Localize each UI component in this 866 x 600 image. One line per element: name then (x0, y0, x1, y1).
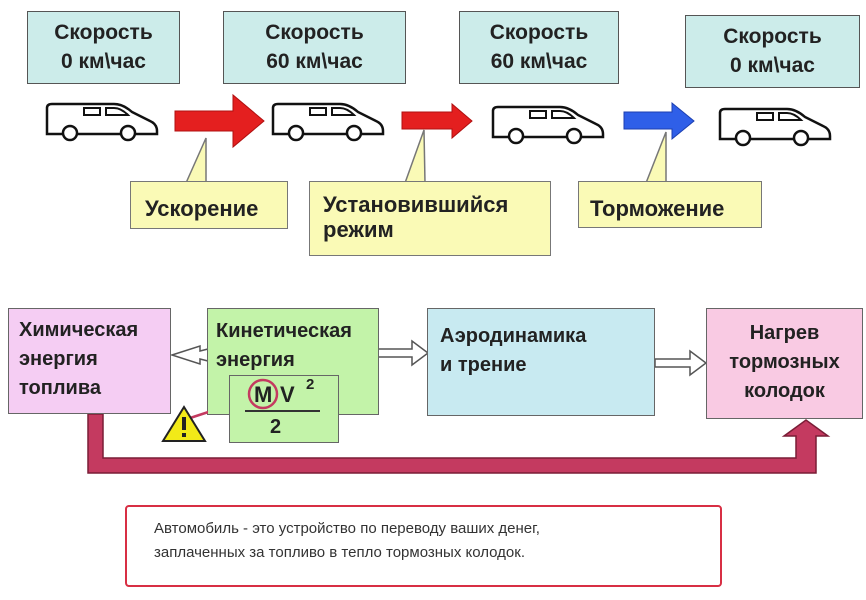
note-line2: заплаченных за топливо в тепло тормозных… (154, 544, 525, 561)
flow-arrow-3-icon (654, 349, 708, 377)
box-chemical-energy: Химическая энергия топлива (8, 308, 171, 414)
car-icon (491, 105, 605, 145)
warning-icon (161, 405, 208, 442)
callout-braking: Торможение (578, 181, 762, 228)
flow-arrow-1-icon (169, 344, 209, 366)
callout-acceleration: Ускорение (130, 181, 288, 229)
heat-line2: тормозных (729, 351, 840, 373)
box-brake-heat: Нагрев тормозных колодок (706, 308, 863, 419)
formula-m: M (254, 382, 273, 407)
speed-title: Скорость (723, 25, 822, 48)
callout-acceleration-label: Ускорение (145, 196, 259, 221)
fraction-bar (245, 410, 320, 412)
car-icon (718, 107, 832, 147)
speed-box-steady: Скорость 60 км\час (459, 11, 619, 84)
speed-box-start: Скорость 0 км\час (27, 11, 180, 84)
callout-steady-line1: Установившийся (323, 192, 509, 217)
speed-value: 0 км\час (730, 54, 815, 77)
kinetic-line2: энергия (216, 349, 295, 371)
flow-arrow-2-icon (377, 339, 430, 367)
car-icon (45, 102, 159, 142)
callout-steady-line2: режим (323, 217, 394, 242)
formula-denominator: 2 (270, 416, 282, 438)
summary-note: Автомобиль - это устройство по переводу … (125, 505, 722, 587)
speed-box-accelerated: Скорость 60 км\час (223, 11, 406, 84)
formula-v: V (280, 382, 295, 407)
speed-title: Скорость (265, 21, 364, 44)
kinetic-formula: M V 2 2 (229, 375, 339, 443)
chemical-line3: топлива (19, 377, 101, 399)
heat-line3: колодок (744, 380, 825, 402)
car-icon (271, 102, 385, 142)
speed-title: Скорость (489, 21, 589, 44)
heat-line1: Нагрев (749, 322, 820, 344)
formula-exponent: 2 (306, 376, 315, 393)
callout-steady: Установившийся режим (309, 181, 551, 256)
speed-value: 60 км\час (266, 50, 363, 73)
aero-line2: и трение (440, 354, 527, 376)
steady-arrow-icon (401, 102, 473, 140)
return-arrow-icon (87, 413, 831, 474)
speed-box-stopped: Скорость 0 км\час (685, 15, 860, 88)
chemical-line1: Химическая (19, 319, 139, 341)
box-aerodynamics: Аэродинамика и трение (427, 308, 655, 416)
accelerate-arrow-icon (174, 93, 265, 149)
speed-value: 60 км\час (490, 50, 588, 73)
chemical-line2: энергия (19, 348, 98, 370)
brake-arrow-icon (623, 101, 695, 141)
speed-value: 0 км\час (61, 50, 146, 73)
note-line1: Автомобиль - это устройство по переводу … (154, 520, 540, 537)
callout-braking-label: Торможение (590, 196, 725, 221)
aero-line1: Аэродинамика (440, 325, 587, 347)
mass-highlight-circle (247, 378, 279, 410)
kinetic-line1: Кинетическая (216, 320, 352, 342)
speed-title: Скорость (54, 21, 153, 44)
